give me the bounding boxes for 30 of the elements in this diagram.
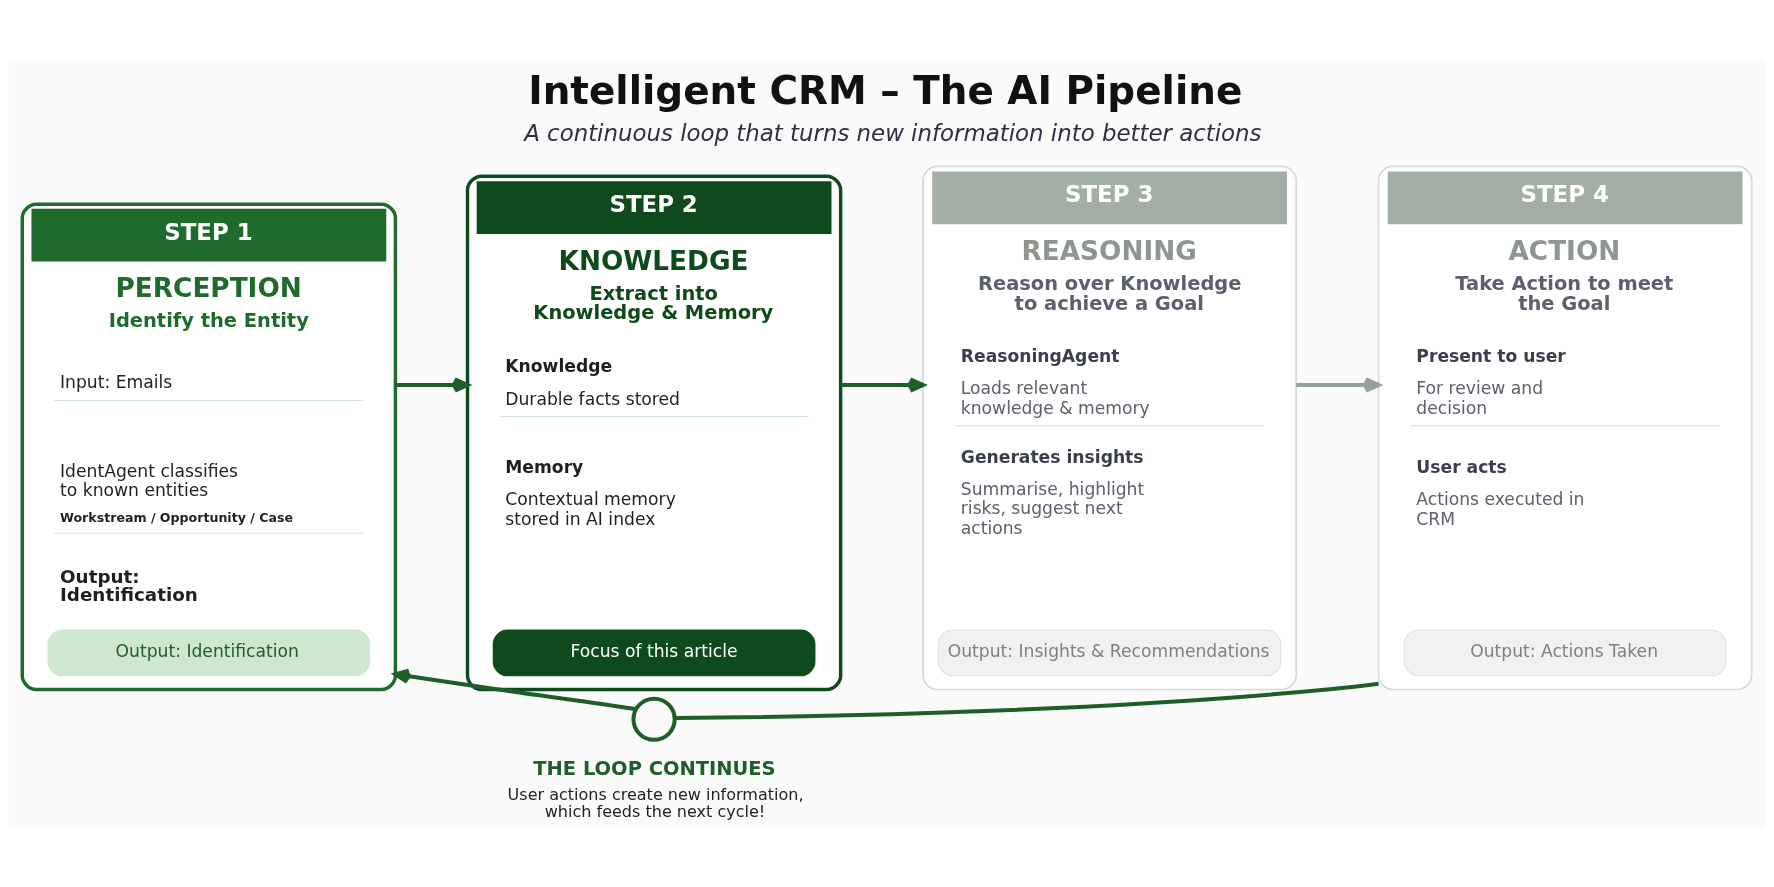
- node-box: [54, 532, 364, 534]
- node-box: Output: Identification: [47, 628, 371, 676]
- node-label: For review and decision: [1416, 377, 1544, 418]
- node-label: Loads relevant knowledge & memory: [960, 377, 1150, 418]
- arrow: [395, 376, 470, 393]
- arrow: [393, 668, 637, 711]
- diagram-title: Intelligent CRM – The AI Pipeline: [528, 67, 1243, 113]
- node-box: [54, 399, 364, 401]
- node-text: Generates insights Summarise, highlight risks, suggest next actions: [960, 446, 1145, 538]
- node-box: Output: Actions Taken: [1403, 628, 1727, 676]
- node-label: Workstream / Opportunity / Case: [60, 509, 293, 525]
- node-text: Output: Identification: [60, 565, 198, 605]
- node-box: [499, 415, 809, 417]
- connector: [675, 681, 1379, 720]
- node-text: Memory Contextual memory stored in AI index: [505, 456, 676, 529]
- node-label: Durable facts stored: [505, 388, 681, 409]
- caption: A continuous loop that turns new information into better actions: [524, 119, 1262, 146]
- node-label: Present to user: [1416, 345, 1566, 366]
- arrow: [840, 376, 926, 393]
- node-label: Knowledge: [505, 355, 613, 376]
- node-circle: [631, 696, 677, 742]
- node-text: User acts Actions executed in CRM: [1416, 456, 1585, 529]
- node-box: Output: Insights & Recommendations: [937, 628, 1282, 676]
- node-label: User actions create new information, which feeds the next cycle!: [507, 784, 804, 821]
- arrow: [1296, 376, 1381, 393]
- node-label: Input: Emails: [60, 371, 173, 392]
- node-label: ReasoningAgent: [960, 345, 1120, 366]
- node-box: Focus of this article: [492, 628, 816, 676]
- node-label: THE LOOP CONTINUES: [533, 756, 776, 780]
- node-label: IdentAgent classifies to known entities: [60, 460, 239, 500]
